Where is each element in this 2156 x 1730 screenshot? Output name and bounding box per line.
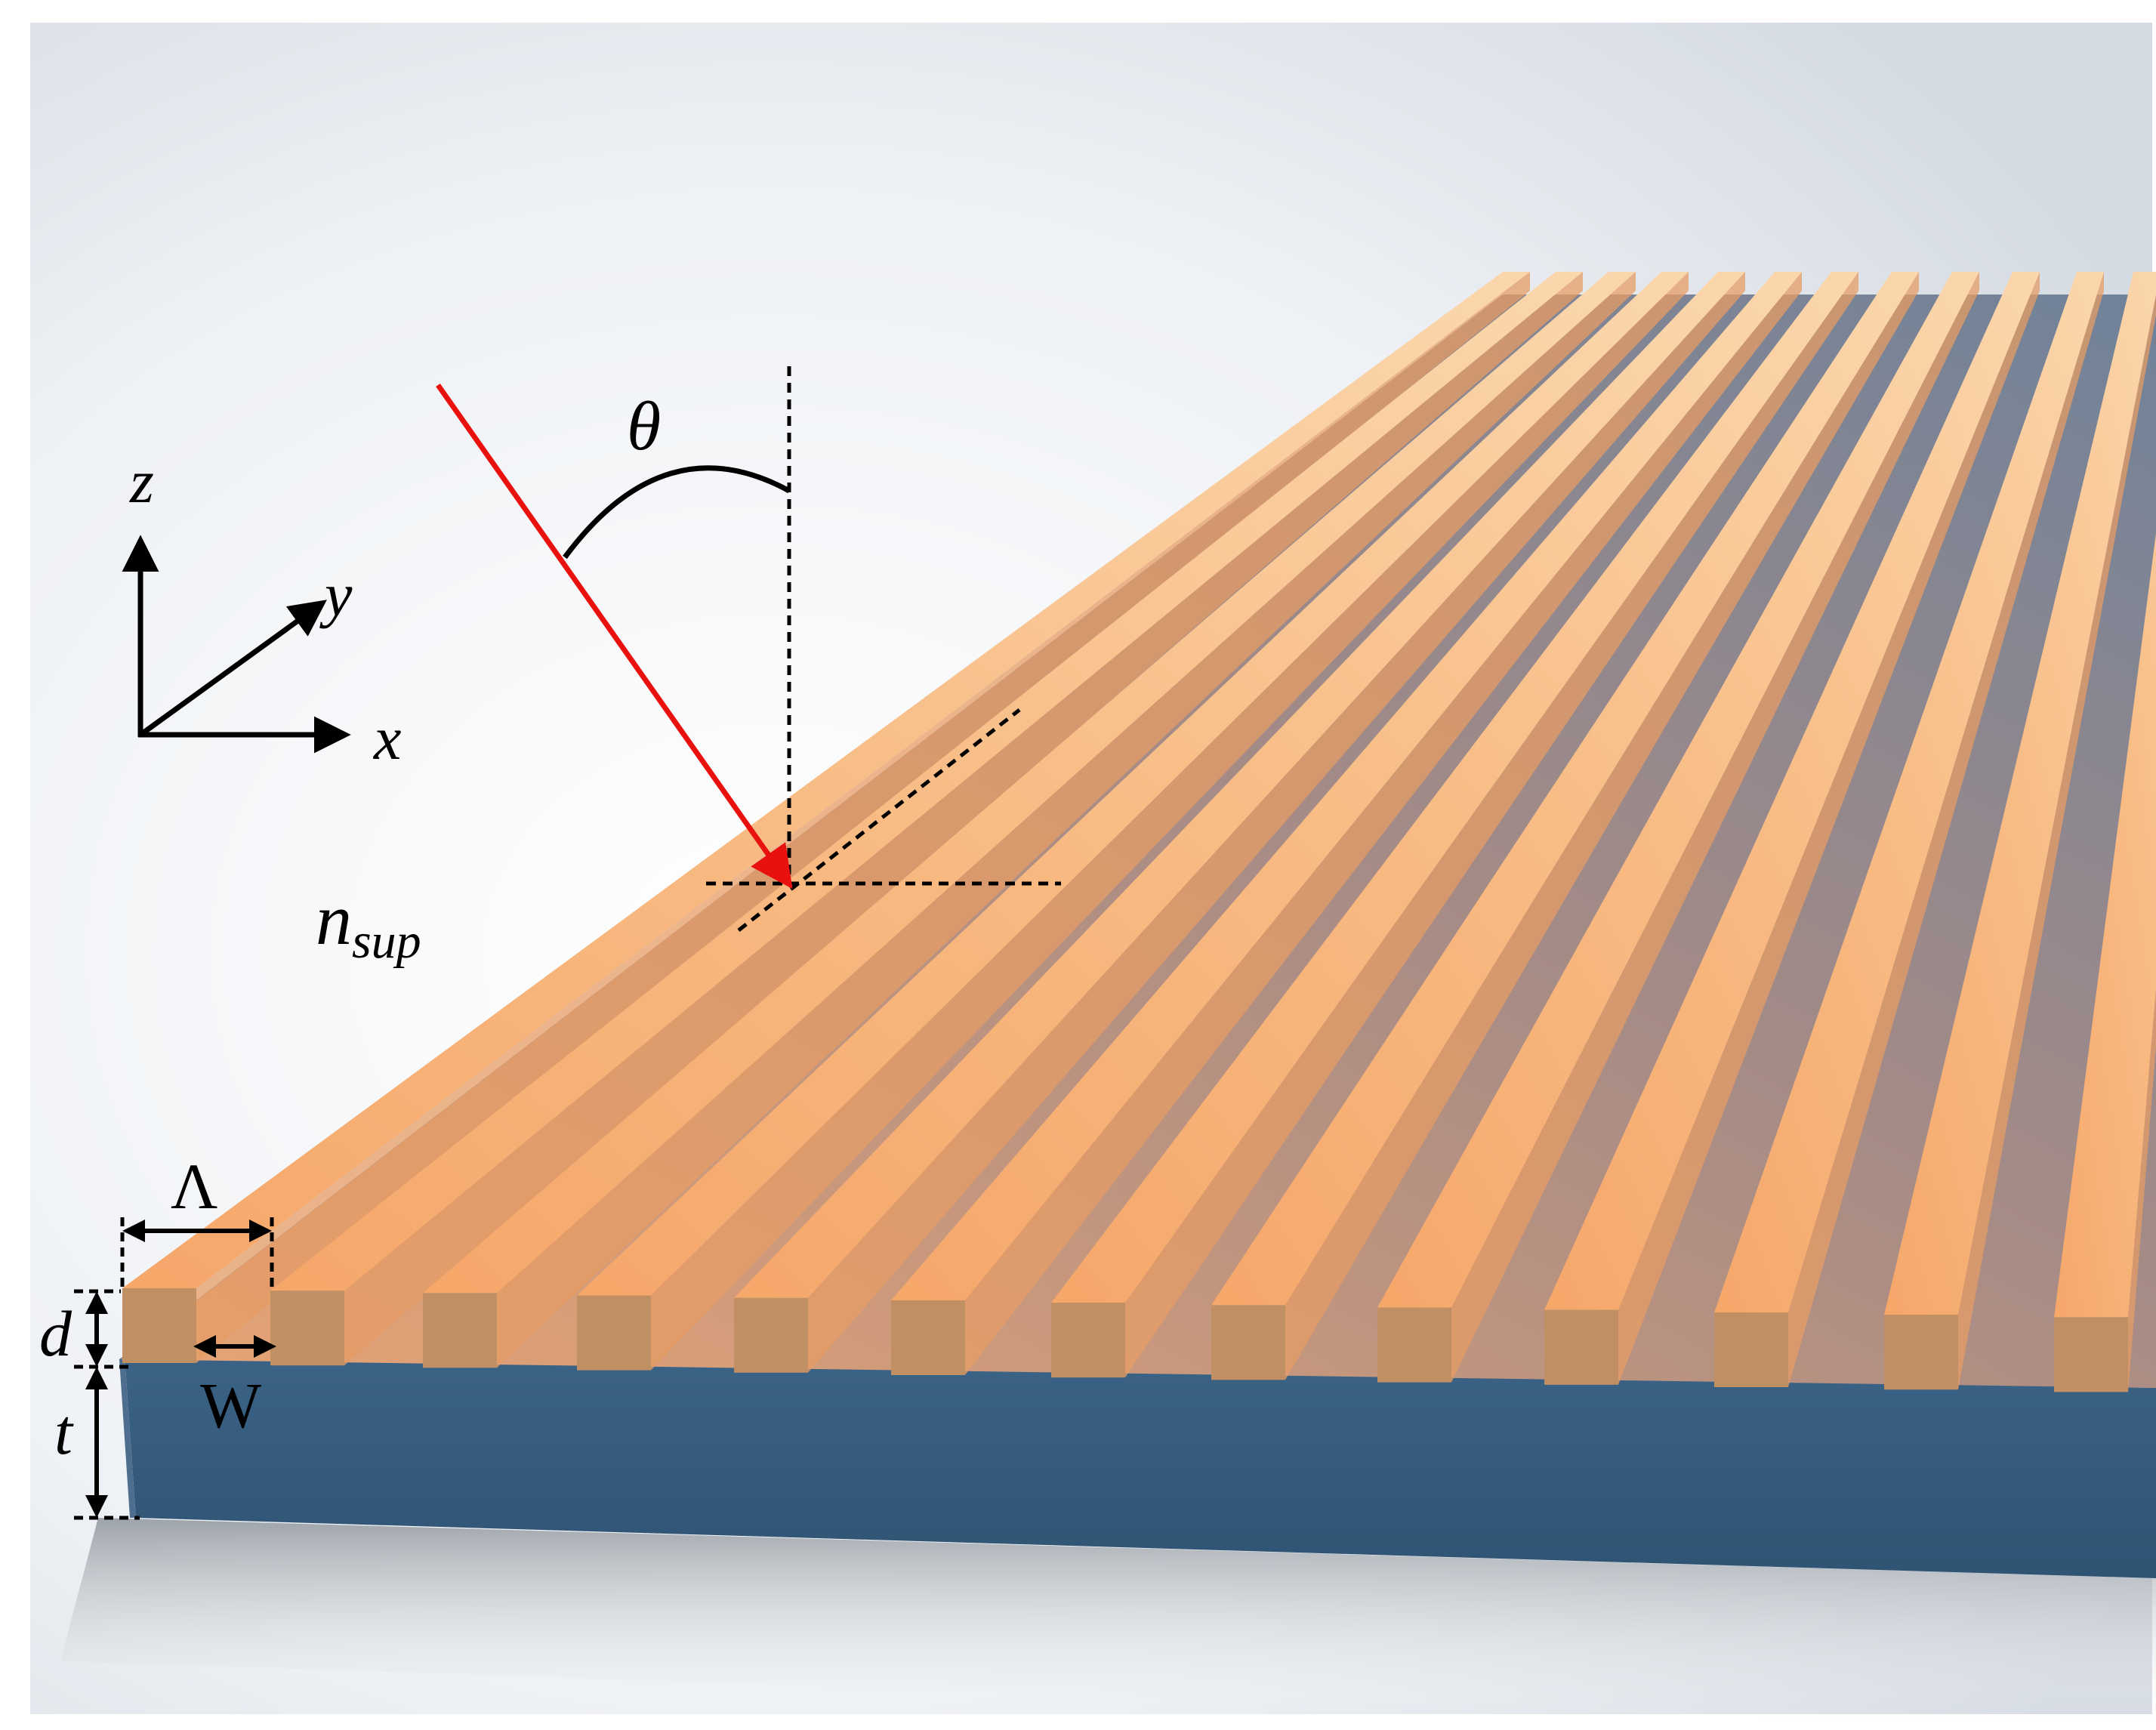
ridge-top <box>1884 272 2156 1315</box>
period-label: Λ <box>171 1150 217 1223</box>
ridge-front <box>1211 1305 1285 1380</box>
ridge-side <box>651 272 1689 1371</box>
ridge-front <box>270 1291 344 1366</box>
axis-z-label: z <box>129 447 154 516</box>
ridge-front <box>1051 1303 1125 1378</box>
ridge-top <box>423 272 1636 1294</box>
ridge-front <box>1544 1309 1618 1385</box>
incident-ray <box>436 383 793 890</box>
y-axis-arrow <box>138 600 327 737</box>
angle-label: θ <box>627 387 661 464</box>
ridge-side <box>808 272 1745 1373</box>
ridge-side <box>1618 272 2040 1385</box>
ridge-side <box>344 272 1583 1366</box>
substrate-front <box>125 1355 2156 1578</box>
medium-label: nsup <box>316 879 421 969</box>
ridge-top <box>1051 272 1858 1303</box>
ridge-top <box>1377 272 1979 1308</box>
width-label: W <box>200 1369 261 1442</box>
ridge-front <box>891 1300 965 1375</box>
ridge-front <box>1377 1307 1451 1383</box>
ridge-top <box>577 272 1689 1296</box>
floor-shadow <box>60 1518 2156 1729</box>
medium-n: n <box>316 879 352 960</box>
ridge-side <box>965 272 1802 1375</box>
ridge-side <box>497 272 1636 1368</box>
coordinate-axes <box>122 535 351 754</box>
axis-x-label: x <box>373 704 401 772</box>
ridge-front <box>122 1288 196 1363</box>
ridge-side <box>2128 989 2156 1392</box>
ridge-side <box>1451 272 1979 1383</box>
medium-sub: sup <box>352 914 421 969</box>
dimension-annotations <box>74 1217 276 1520</box>
ridge-front <box>734 1297 808 1373</box>
ridge-side <box>1285 272 1919 1380</box>
angle-arc <box>563 465 791 560</box>
ridge-front <box>2054 1317 2128 1392</box>
substrate-side <box>119 1355 136 1518</box>
ridge-top <box>1714 272 2104 1312</box>
ridge-front <box>1714 1312 1788 1387</box>
ridge-top <box>1211 272 1919 1306</box>
ridge-top <box>734 272 1745 1298</box>
depth-label: d <box>39 1297 72 1370</box>
ridge-top <box>891 272 1802 1300</box>
ridge-top <box>2054 533 2156 1318</box>
axis-y-label: y <box>319 560 353 629</box>
ridge-side <box>1958 295 2156 1390</box>
thickness-label: t <box>54 1395 74 1468</box>
ridge-top <box>1544 272 2040 1310</box>
ridge-front <box>1884 1315 1958 1390</box>
y-reference-line <box>737 708 1021 932</box>
ridge-front <box>423 1293 497 1368</box>
ridge-front <box>577 1295 651 1371</box>
ridge-side <box>1788 272 2104 1387</box>
ridge-top <box>122 272 1530 1288</box>
ridge-side <box>1125 272 1858 1378</box>
